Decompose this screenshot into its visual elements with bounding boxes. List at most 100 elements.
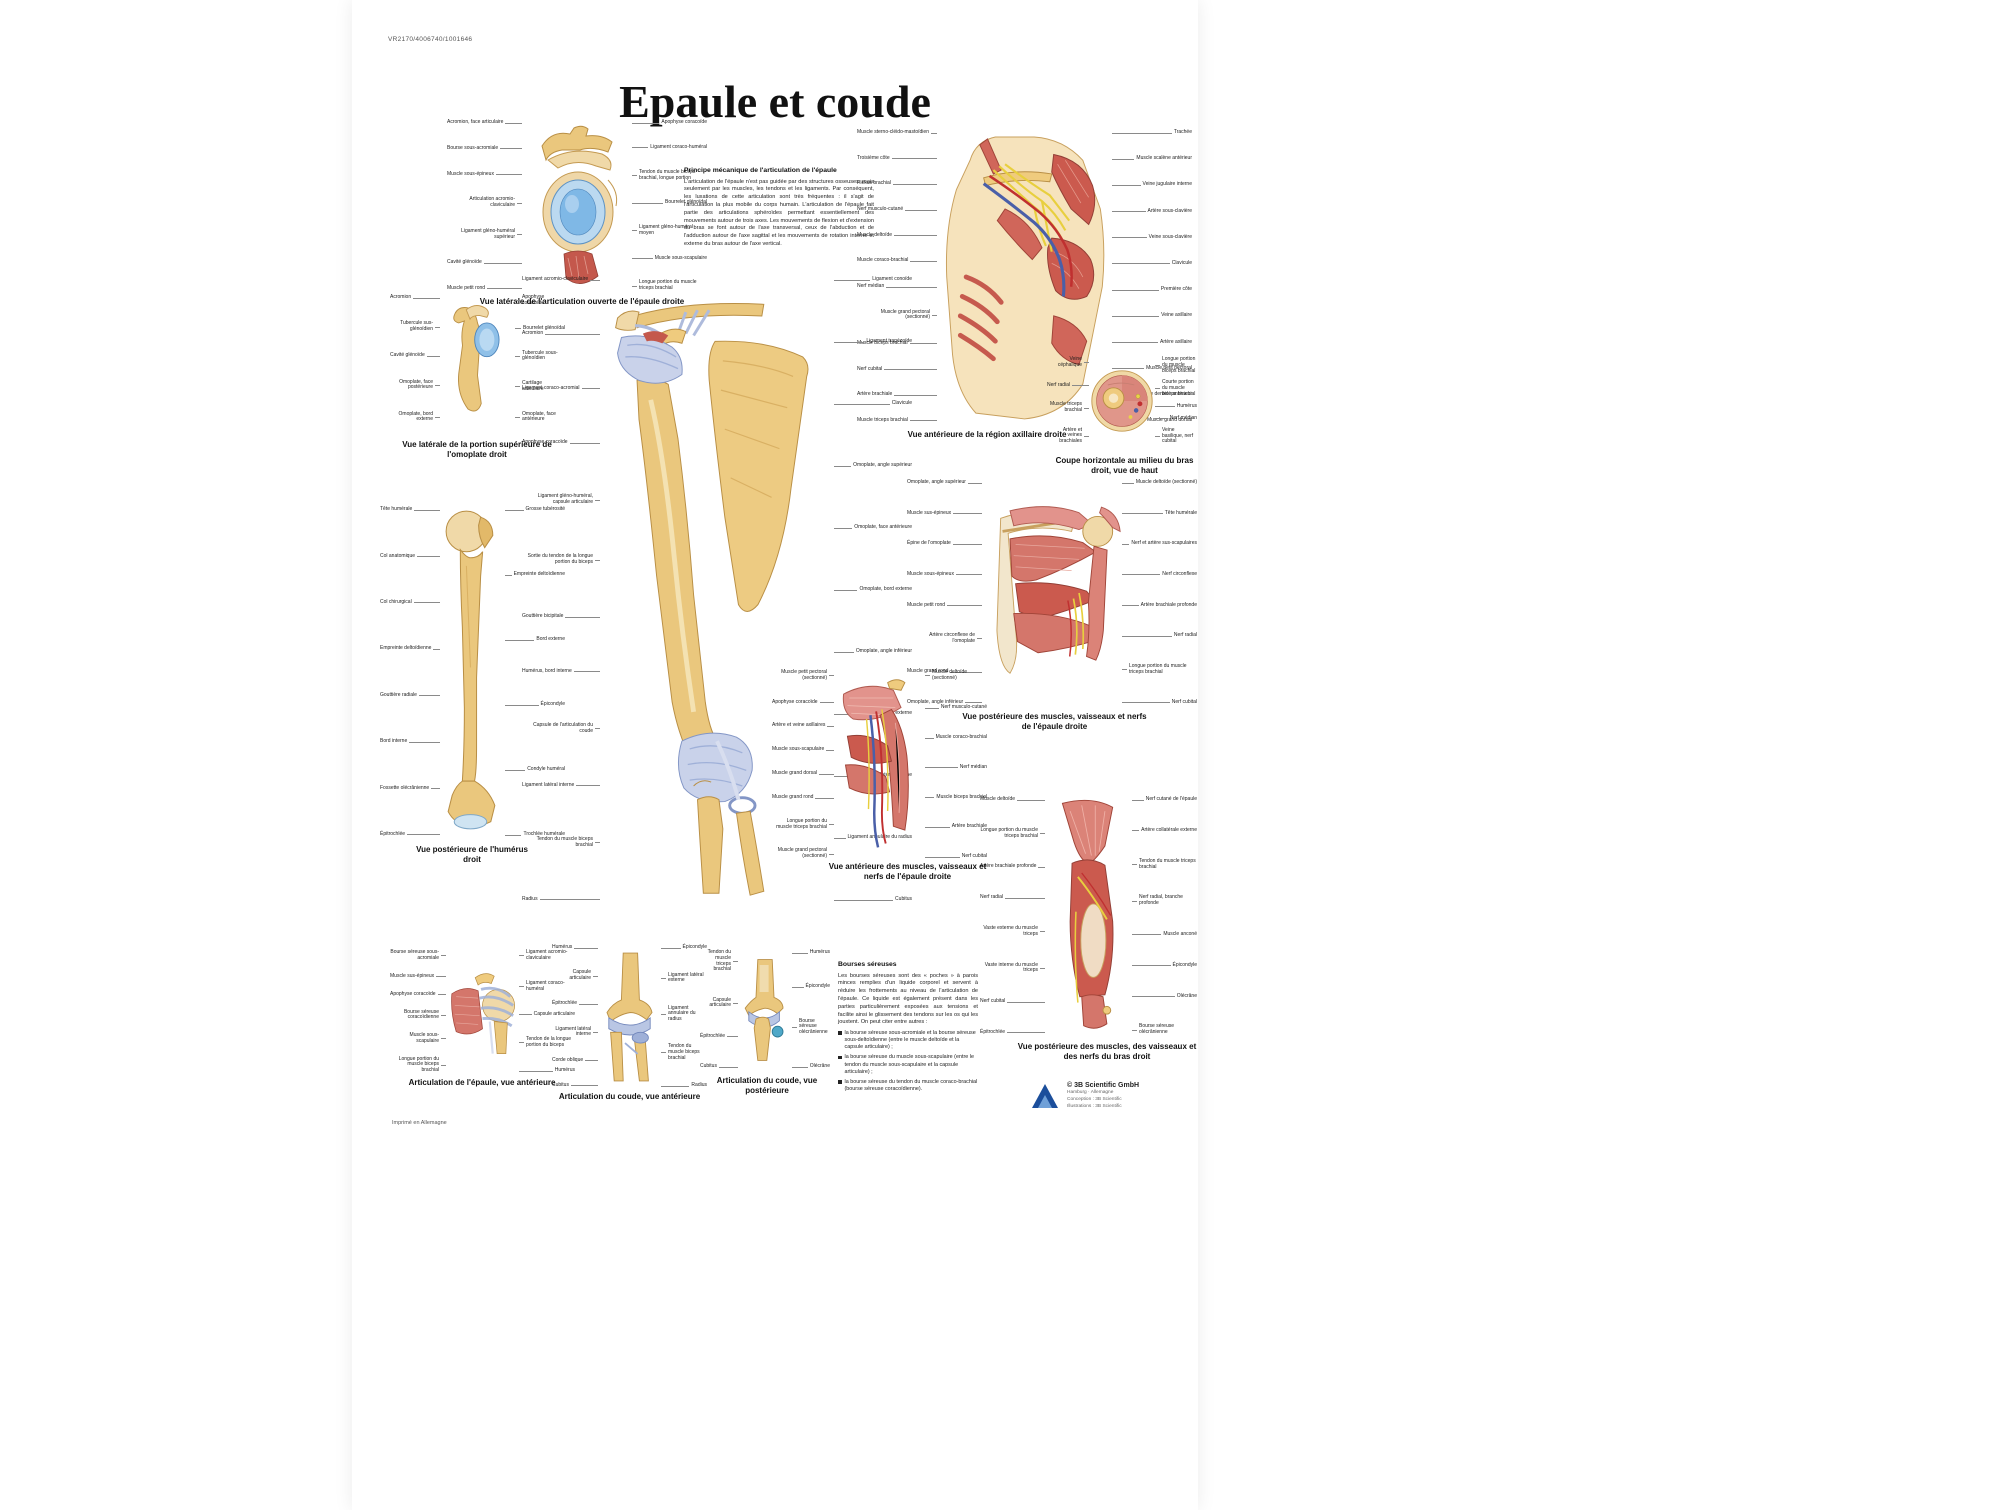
anatomy-label: Corde oblique [552,1057,598,1064]
anatomy-label: Muscle deltoïde (sectionné) [925,669,987,682]
leader-line [925,826,950,828]
anatomy-label: Omoplate, bord externe [390,411,440,424]
leader-line [595,728,600,730]
credits-block: © 3B Scientific GmbH Hamburg · Allemagne… [1030,1082,1200,1111]
leader-line [819,773,834,775]
anatomy-label: Muscle biceps brachial [925,794,987,801]
anatomy-label: Bourse sous-acromiale [447,145,522,152]
anatomy-label: Vaste externe du muscle triceps [980,925,1045,938]
anatomy-label: Tendon du muscle biceps brachial [661,1043,707,1061]
leader-line [632,175,637,177]
leader-line [925,707,939,709]
anatomy-label: Artère brachiale profonde [980,864,1045,870]
anatomy-label: Bourse séreuse coracoïdienne [390,1009,446,1022]
leader-line [1122,669,1127,671]
leader-line [1007,1001,1045,1003]
leader-line [925,797,935,798]
leader-line [884,369,937,371]
leader-line [1132,830,1140,832]
anatomy-label: Trachée [1112,129,1192,136]
leader-line [565,616,600,618]
anatomy-label: Omoplate, angle inférieur [834,648,912,655]
leader-line [1155,418,1168,420]
posterior-arm-svg [1061,799,1114,1029]
anatomy-label: Bord interne [380,738,440,745]
anatomy-label: Tubercule sous-glénoïdien [515,350,565,363]
leader-line [834,837,846,839]
credits-text: © 3B Scientific GmbH Hamburg · Allemagne… [1067,1082,1139,1111]
anatomy-label: Nerf musculo-cutané [857,206,937,213]
figure-caption: Vue latérale de la portion supérieure de… [402,440,552,459]
leader-line [573,671,600,673]
leader-line [1132,864,1137,866]
leader-line [1132,1029,1137,1031]
anatomy-label: Muscle deltoïde (sectionné) [1122,479,1197,486]
leader-line [515,300,520,302]
anatomy-label: Longue portion du muscle biceps brachial [390,1056,446,1074]
anterior-shoulder-illustration [834,668,925,862]
copyright-line: © 3B Scientific GmbH [1067,1082,1140,1089]
anatomy-label: Nerf et artère sus-scapulaires [1122,541,1197,547]
anatomy-label: Gouttière bicipitale [522,614,600,620]
anatomy-label: Artère collatérale externe [1132,827,1197,834]
anatomy-label: Ligament coraco-huméral [519,980,575,993]
shoulder-joint-svg [451,973,515,1054]
leader-line [1112,237,1147,239]
leader-line [519,986,524,988]
anatomy-label: Bord externe [505,636,565,643]
leader-line [495,174,522,176]
anatomy-label: Muscle deltoïde [857,232,937,239]
leader-line [1132,996,1175,998]
leader-line [1112,368,1145,370]
leader-line [967,482,982,484]
bursae-textblock: Bourses séreuses Les bourses séreuses so… [838,960,978,1093]
anatomy-label: Omoplate, bord externe [834,586,912,593]
anatomy-label: Muscle grand rond [907,669,982,675]
anterior-shoulder-svg [842,679,909,848]
leader-line [581,388,600,390]
poster-title: Epaule et coude [619,75,931,127]
anatomy-label: Muscle petit rond [907,602,982,609]
anatomy-label: Ligament acromio-claviculaire [522,276,600,283]
leader-line [441,1014,446,1016]
leader-line [661,1013,666,1015]
leader-line [441,955,446,957]
anatomy-label: Muscle scalène antérieur [1112,156,1192,162]
leader-line [909,420,937,422]
anatomy-label: Capsule articulaire [700,997,738,1010]
leader-line [905,209,937,211]
anatomy-label: Cavité glénoïde [447,260,522,266]
anatomy-label: Omoplate, angle supérieur [907,479,982,486]
figure-anterior-shoulder: Muscle petit pectoral (sectionné)Apophys… [772,668,987,862]
anatomy-label: Tendon du muscle biceps brachial, longue… [632,169,707,182]
leader-line [1112,315,1160,317]
anatomy-label: Artère circonflexe de l'omoplate [907,632,982,645]
anatomy-label: Épitrochlée [980,1029,1045,1036]
anatomy-label: Artère brachiale [857,392,937,398]
leader-line [632,122,660,124]
leader-line [505,834,522,836]
anatomy-label: Muscle sous-scapulaire [772,747,834,753]
leader-line [433,648,440,650]
leader-line [1132,965,1171,967]
anatomy-label: Nerf cubital [1122,699,1197,706]
leader-line [1072,384,1089,386]
leader-line [569,442,600,444]
bursae-bullets: la bourse séreuse sous-acromiale et la b… [838,1030,978,1093]
anatomy-label: Apophyse coracoïde [772,699,834,705]
figure-caption: Vue latérale de l'articulation ouverte d… [479,297,685,306]
label-column: Longue portion du muscle biceps brachial… [1155,355,1197,447]
anatomy-label: Nerf radial [1122,633,1197,639]
anatomy-label: Nerf radial [1047,382,1089,388]
leader-line [515,355,520,357]
leader-line [632,202,664,204]
leader-line [505,509,524,511]
anatomy-label: Nerf médian [925,764,987,771]
